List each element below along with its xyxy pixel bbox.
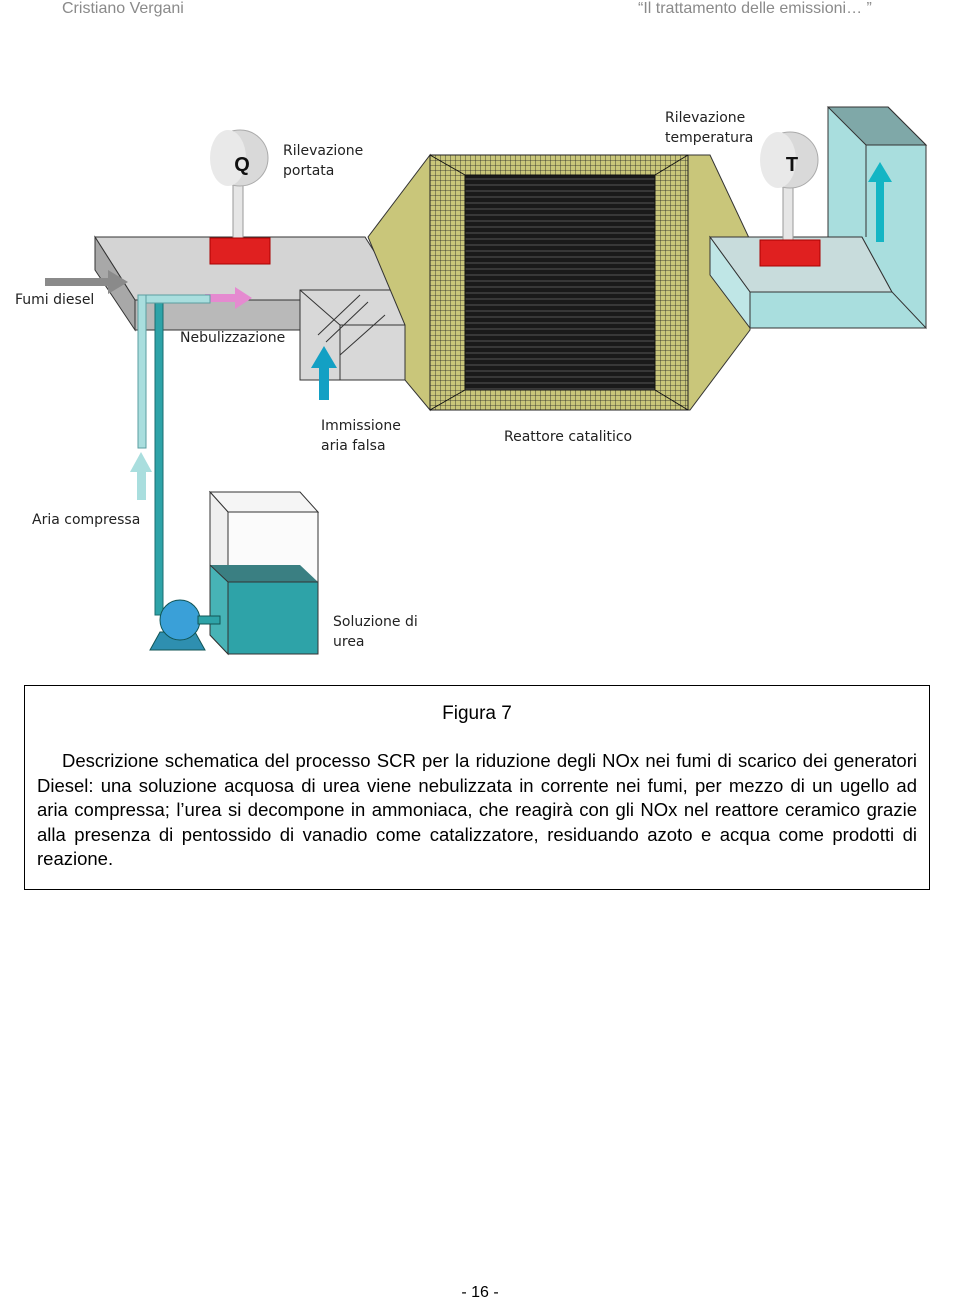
header-author: Cristiano Vergani <box>62 0 184 17</box>
header-title: “Il trattamento delle emissioni… ” <box>638 0 872 17</box>
label-rilevazione-temperatura-1: Rilevazione <box>665 110 745 126</box>
caption-title: Figura 7 <box>442 703 512 724</box>
atomization-arrow-icon <box>205 287 252 309</box>
label-soluzione-2: urea <box>333 634 365 650</box>
caption-text: Descrizione schematica del processo SCR … <box>37 750 917 869</box>
label-nebulizzazione: Nebulizzazione <box>180 330 285 346</box>
label-immissione-1: Immissione <box>321 418 401 434</box>
flue-gas-arrow-icon <box>45 270 128 294</box>
label-immissione-2: aria falsa <box>321 438 386 454</box>
scr-process-diagram: Q T <box>0 80 960 685</box>
flow-sensor: Q <box>209 129 271 265</box>
t-symbol: T <box>786 154 798 176</box>
figure-caption-box: Figura 7 Descrizione schematica del proc… <box>24 685 930 890</box>
catalytic-reactor <box>429 154 689 411</box>
compressed-air-arrow-icon <box>130 452 152 500</box>
page-number: - 16 - <box>461 1284 499 1301</box>
label-rilevazione-portata-1: Rilevazione <box>283 143 363 159</box>
label-soluzione-1: Soluzione di <box>333 614 418 630</box>
urea-pipe <box>137 294 211 616</box>
q-symbol: Q <box>234 154 250 176</box>
stack-arrow-icon <box>868 162 892 242</box>
label-reattore: Reattore catalitico <box>504 429 632 445</box>
label-rilevazione-portata-2: portata <box>283 163 334 179</box>
label-rilevazione-temperatura-2: temperatura <box>665 130 753 146</box>
label-aria-compressa: Aria compressa <box>32 512 140 528</box>
false-air-arrow-icon <box>311 346 337 400</box>
label-fumi-diesel: Fumi diesel <box>15 292 94 308</box>
reactor-inlet-cone <box>367 153 431 412</box>
urea-tank <box>208 490 320 656</box>
pump-icon <box>149 599 221 651</box>
temperature-sensor: T <box>759 131 821 267</box>
diagram-labels: Rilevazione portata Rilevazione temperat… <box>15 110 753 650</box>
